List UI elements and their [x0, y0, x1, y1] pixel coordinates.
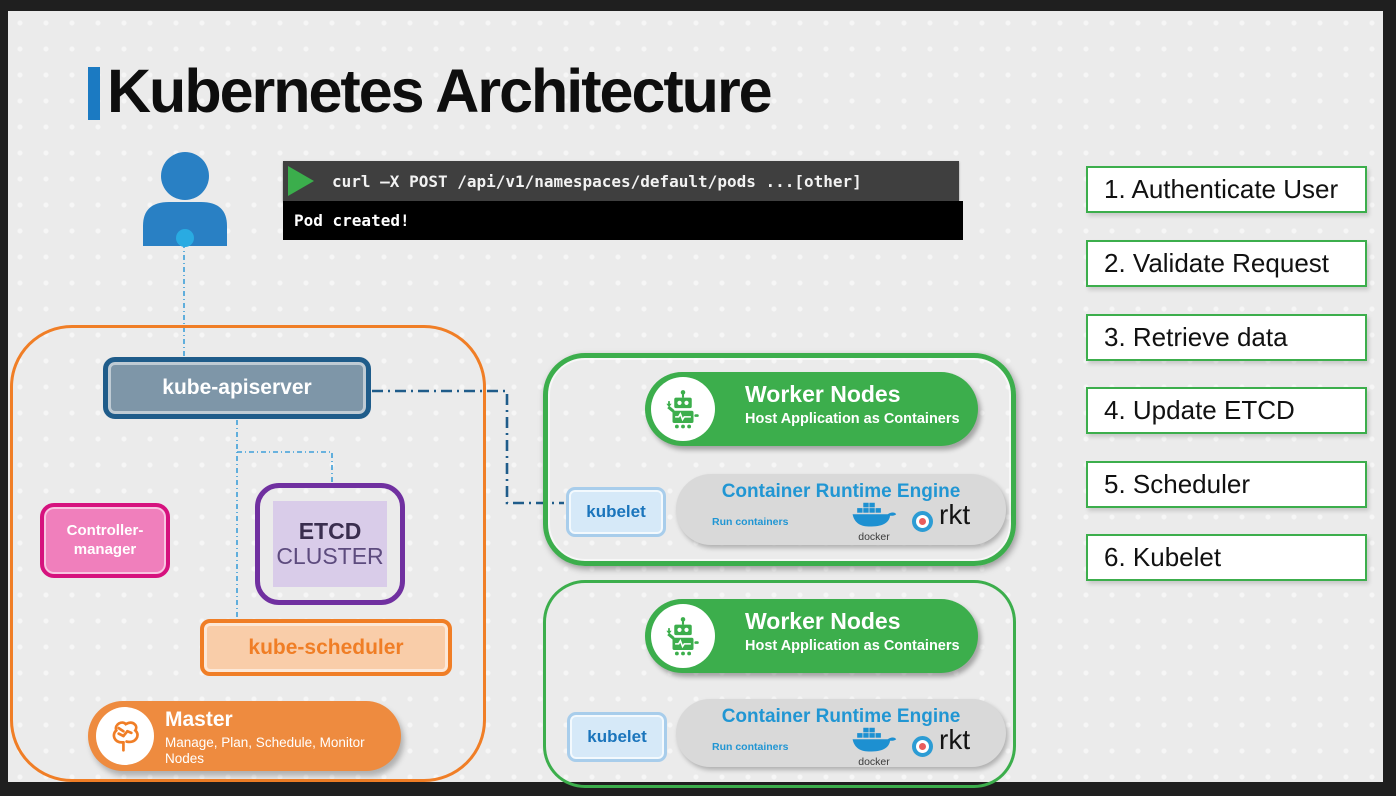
- rkt-icon: [912, 736, 933, 757]
- worker-node-1-container: [543, 353, 1016, 566]
- runtime-caption: Run containers: [712, 516, 789, 528]
- kube-apiserver-box: kube-apiserver: [103, 357, 371, 419]
- kubelet-box-2: kubelet: [567, 712, 667, 762]
- title-accent-bar: [88, 67, 100, 120]
- worker-node-1-title: Worker Nodes: [745, 381, 901, 407]
- rkt-label: rkt: [939, 724, 971, 755]
- kube-scheduler-box: kube-scheduler: [200, 619, 452, 676]
- terminal-command-bar: curl –X POST /api/v1/namespaces/default/…: [283, 161, 959, 201]
- etcd-label: ETCD: [298, 517, 362, 544]
- step-retrieve-data: 3. Retrieve data: [1086, 314, 1367, 361]
- runtime-title: Container Runtime Engine: [721, 706, 961, 727]
- brain-icon: [112, 721, 139, 752]
- rkt-icon: [912, 511, 933, 532]
- worker-node-1-subtitle: Host Application as Containers: [745, 411, 960, 427]
- docker-icon: docker: [844, 727, 904, 768]
- etcd-cluster-inner: ETCD CLUSTER: [273, 501, 387, 587]
- container-runtime-2: Container Runtime Engine Run containers …: [676, 699, 1006, 768]
- docker-icon: docker: [844, 502, 904, 543]
- etcd-cluster-box: [255, 483, 405, 605]
- worker-node-2-subtitle: Host Application as Containers: [745, 638, 960, 654]
- robot-icon: [666, 617, 699, 656]
- master-badge-title: Master: [165, 708, 233, 731]
- master-badge-subtitle: Manage, Plan, Schedule, Monitor Nodes: [165, 735, 365, 767]
- master-node-container: [10, 325, 486, 782]
- container-runtime-1: Container Runtime Engine Run containers …: [676, 474, 1006, 545]
- user-icon: [143, 152, 227, 247]
- worker-node-2-container: [543, 580, 1016, 788]
- kubelet-box-1: kubelet: [566, 487, 666, 537]
- play-icon: [288, 166, 314, 196]
- robot-icon-circle: [651, 604, 715, 668]
- step-validate-request: 2. Validate Request: [1086, 240, 1367, 287]
- step-kubelet: 6. Kubelet: [1086, 534, 1367, 581]
- worker-node-2-title: Worker Nodes: [745, 608, 901, 634]
- docker-label: docker: [858, 756, 890, 768]
- terminal-output: Pod created!: [283, 201, 963, 240]
- docker-label: docker: [858, 531, 890, 543]
- terminal-command: curl –X POST /api/v1/namespaces/default/…: [332, 171, 862, 191]
- robot-icon-circle: [651, 377, 715, 441]
- runtime-caption: Run containers: [712, 741, 789, 753]
- step-update-etcd: 4. Update ETCD: [1086, 387, 1367, 434]
- runtime-title: Container Runtime Engine: [721, 481, 961, 502]
- robot-icon: [666, 390, 699, 429]
- cluster-label: CLUSTER: [276, 543, 384, 569]
- step-authenticate-user: 1. Authenticate User: [1086, 166, 1367, 213]
- step-scheduler: 5. Scheduler: [1086, 461, 1367, 508]
- page-title: Kubernetes Architecture: [107, 57, 773, 125]
- brain-icon-circle: [96, 707, 154, 765]
- rkt-label: rkt: [939, 499, 971, 530]
- controller-manager-box: Controller-manager: [40, 503, 170, 578]
